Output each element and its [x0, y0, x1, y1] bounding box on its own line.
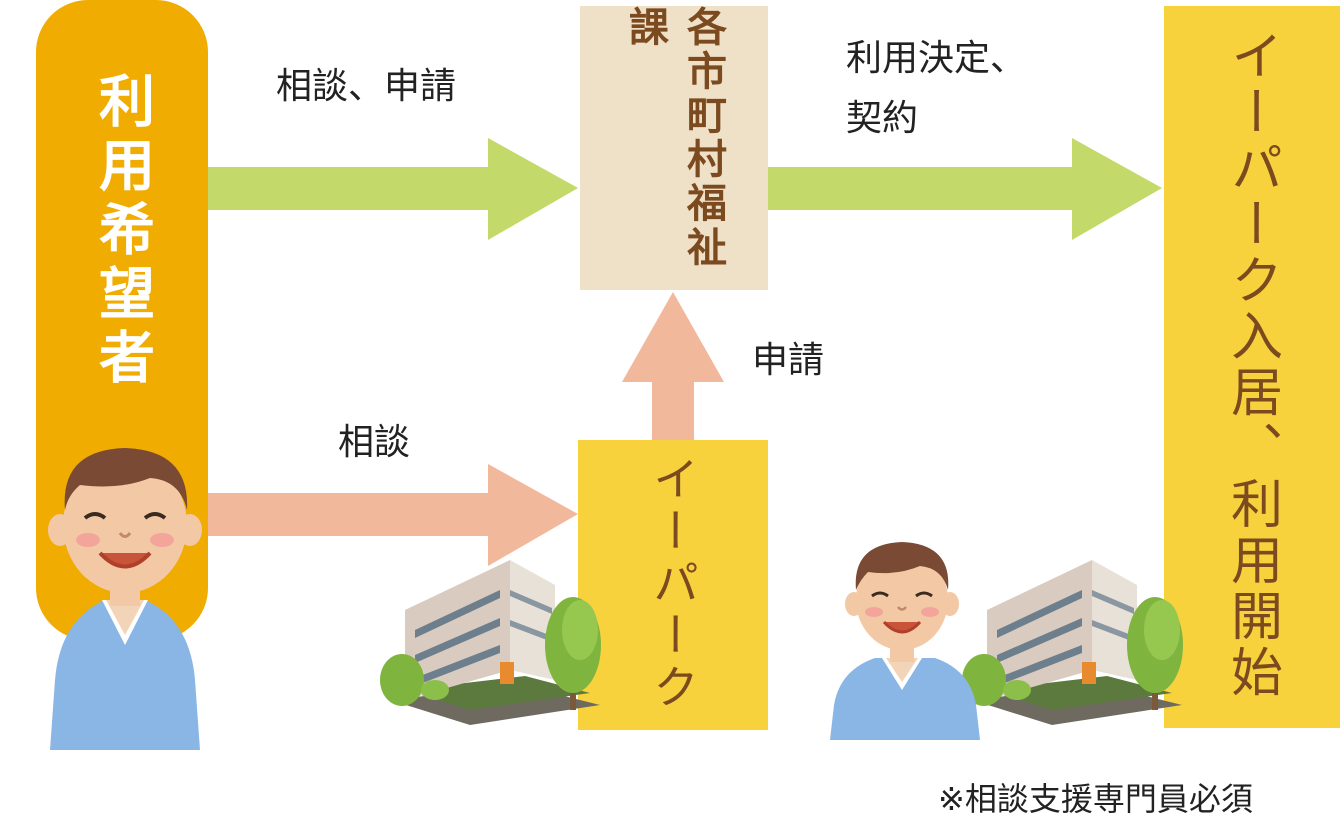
building-illustration-2: [962, 560, 1183, 725]
applicant-label: 利用希望者: [89, 72, 155, 392]
footnote: ※相談支援専門員必須: [938, 780, 1253, 818]
arrow-epark-to-welfare: [622, 292, 724, 440]
person-illustration-1: [48, 448, 202, 750]
edge-label-decision-line2: 契約: [846, 98, 919, 139]
epark-box: [578, 440, 768, 730]
welfare-office-box: [580, 6, 768, 290]
arrow-applicant-to-welfare: [208, 138, 578, 240]
result-box: [1164, 6, 1340, 728]
arrow-applicant-to-epark: [208, 464, 578, 566]
edge-label-consult-apply: 相談、申請: [276, 66, 457, 107]
building-illustration-1: [380, 560, 601, 725]
welfare-office-label: 各市町村福祉課: [622, 6, 726, 270]
person-illustration-2: [830, 542, 980, 740]
edge-label-consult: 相談: [338, 422, 411, 463]
edge-label-apply: 申請: [752, 340, 825, 381]
arrow-welfare-to-result: [768, 138, 1162, 240]
result-label: イーパーク入居、利用開始: [1221, 29, 1282, 701]
edge-label-decision-line1: 利用決定、: [846, 38, 1027, 79]
epark-label: イーパーク: [646, 455, 700, 715]
